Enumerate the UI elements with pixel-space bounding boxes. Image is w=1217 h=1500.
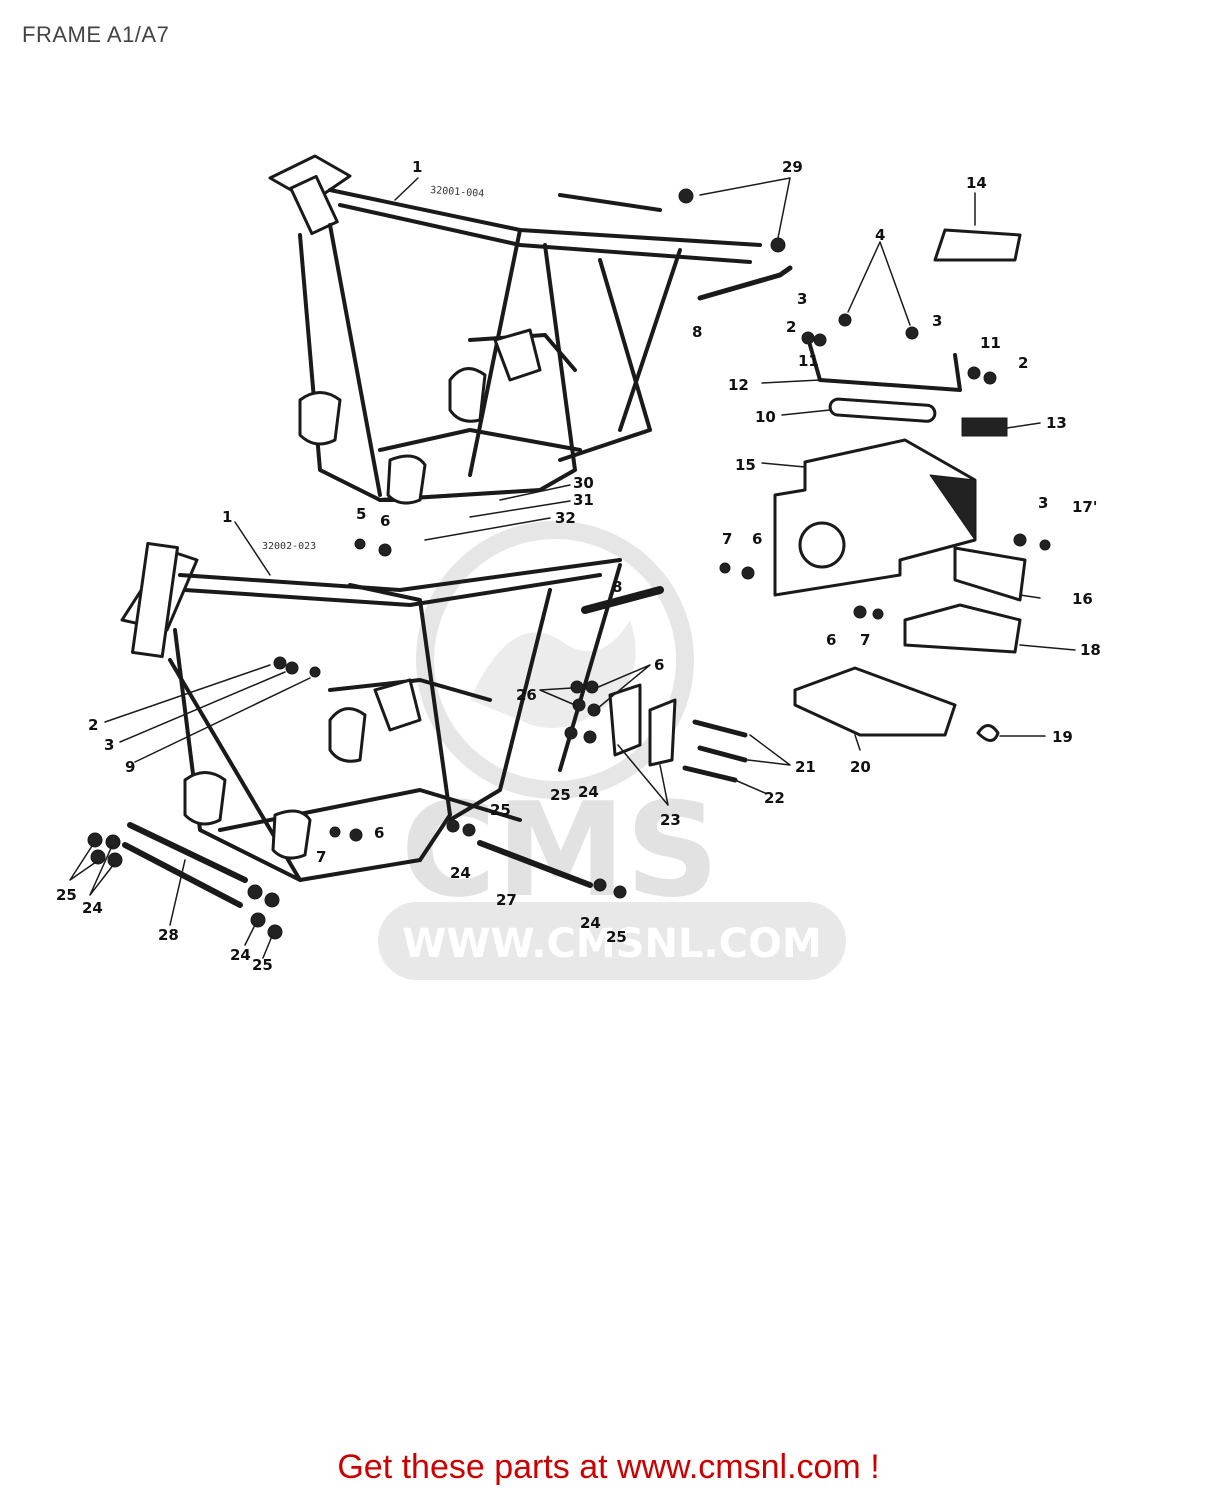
callout-c8a: 8 [692,323,702,341]
callout-c5: 5 [356,505,366,523]
callout-c7b: 7 [860,631,870,649]
frame-lower-code: 32002-023 [262,541,316,552]
small-hardware [87,188,1051,940]
tray-20 [793,666,957,737]
callout-c27: 27 [496,891,517,909]
callout-c8b: 8 [612,578,622,596]
callout-c18: 18 [1080,641,1101,659]
callout-c1a: 1 [412,158,422,176]
battery-box-15 [773,438,977,597]
callout-c21: 21 [795,758,816,776]
page-title: FRAME A1/A7 [22,22,170,47]
plates-23 [608,683,677,767]
callout-c23: 23 [660,811,681,829]
seat-bracket-8-lower [581,586,664,614]
callout-c9: 9 [125,758,135,776]
callout-c24a: 24 [578,783,599,801]
callout-c10: 10 [755,408,776,426]
callout-c14: 14 [966,174,987,192]
frame-lower [120,541,622,882]
bracket-12 [808,343,962,392]
callout-c20: 20 [850,758,871,776]
callout-c2c: 2 [88,716,98,734]
callout-c6c: 6 [826,631,836,649]
rubber-13 [961,417,1008,437]
callout-c31: 31 [573,491,594,509]
callout-c29: 29 [782,158,803,176]
callout-c28: 28 [158,926,179,944]
callout-c12: 12 [728,376,749,394]
callout-c30: 30 [573,474,594,492]
clip-19 [976,724,1000,742]
callout-c2a: 2 [786,318,796,336]
watermark: CMS WWW.CMSNL.COM [378,521,846,980]
callout-c25d: 25 [252,956,273,974]
bolts-21-22 [682,719,748,783]
callout-c6e: 6 [374,824,384,842]
callout-c24e: 24 [82,899,103,917]
callout-c22: 22 [764,789,785,807]
callout-c25a: 25 [550,786,571,804]
callout-c25b: 25 [490,801,511,819]
callout-c32: 32 [555,509,576,527]
through-bolt-27 [477,840,593,888]
callout-c16: 16 [1072,590,1093,608]
callout-c13: 13 [1046,414,1067,432]
watermark-url: WWW.CMSNL.COM [402,921,822,967]
callout-c4: 4 [875,226,885,244]
callout-c26: 26 [516,686,537,704]
callout-c25c: 25 [606,928,627,946]
callout-c7a: 7 [722,530,732,548]
callout-c6a: 6 [380,512,390,530]
callout-c11b: 11 [980,334,1001,352]
callout-c17: 17' [1072,498,1097,516]
cap-14 [933,228,1022,262]
callout-c6b: 6 [752,530,762,548]
callout-c11a: 11 [798,352,819,370]
frame-upper [268,154,762,505]
through-bolt-28 [122,822,248,908]
pad-18 [903,603,1022,654]
callout-c7c: 7 [316,848,326,866]
callout-c3b: 3 [932,312,942,330]
plate-16 [953,546,1027,602]
cta-link[interactable]: Get these parts at www.cmsnl.com ! [337,1448,880,1486]
callout-c24b: 24 [450,864,471,882]
callout-c3c: 3 [1038,494,1048,512]
frame-upper-code: 32001-004 [430,185,485,200]
callout-c1b: 1 [222,508,232,526]
callout-c19: 19 [1052,728,1073,746]
callout-c24c: 24 [580,914,601,932]
plate-10 [828,397,937,423]
callout-c3a: 3 [797,290,807,308]
parts-diagram: CMS WWW.CMSNL.COM [56,154,1101,980]
callout-c24d: 24 [230,946,251,964]
callout-c2b: 2 [1018,354,1028,372]
callout-c15: 15 [735,456,756,474]
leader-lines [69,177,1076,959]
callout-labels: 1 29 14 4 3 3 8 2 11 11 2 12 10 13 15 30… [56,158,1101,974]
callout-c3d: 3 [104,736,114,754]
seat-bracket-8-upper [697,265,793,301]
callout-c25e: 25 [56,886,77,904]
callout-c6d: 6 [654,656,664,674]
